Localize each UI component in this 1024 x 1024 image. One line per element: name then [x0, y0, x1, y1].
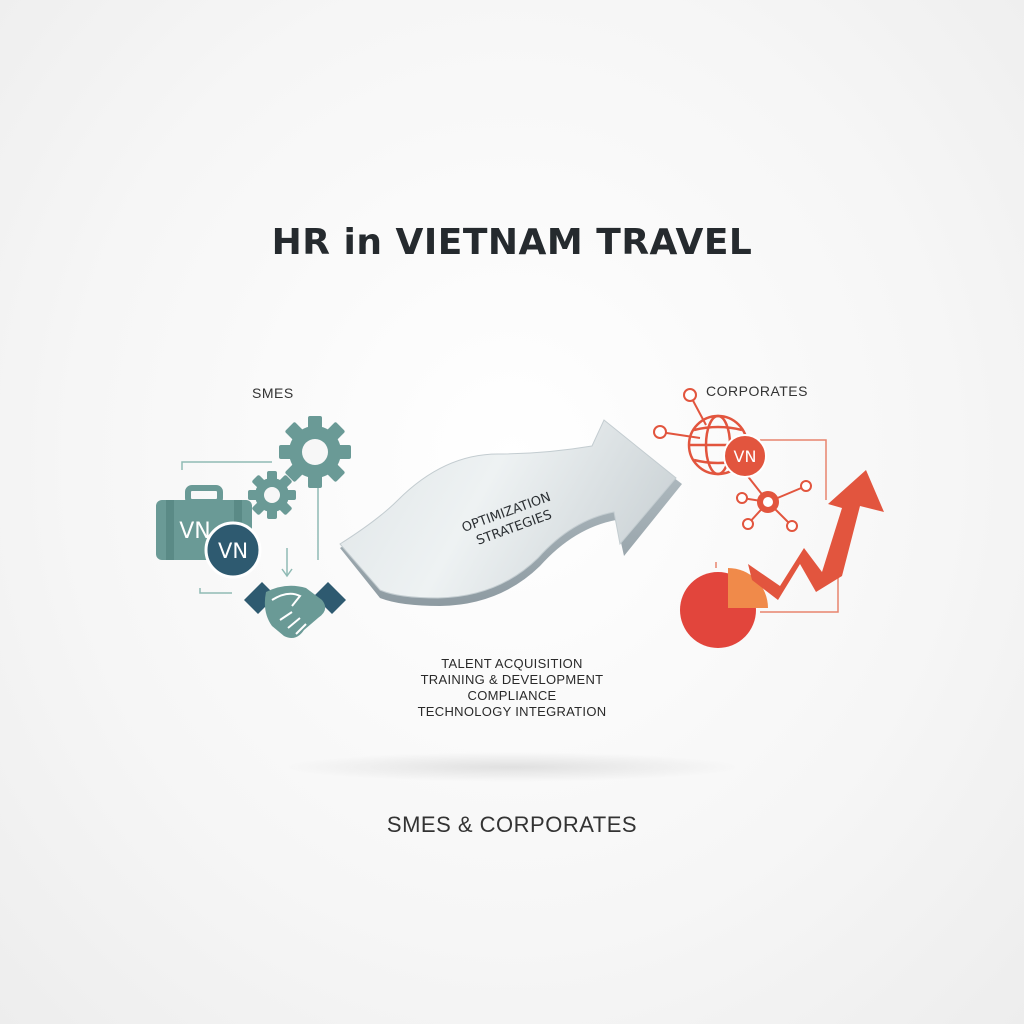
corporates-label: CORPORATES	[706, 383, 808, 399]
smes-label: SMES	[252, 385, 294, 401]
corporates-connector-lines	[715, 439, 839, 613]
strategy-list: TALENT ACQUISITION TRAINING & DEVELOPMEN…	[362, 656, 662, 720]
handshake-icon	[244, 582, 346, 638]
corp-badge-vn-text: VN	[734, 447, 757, 466]
corp-vn-badge-icon: VN	[723, 434, 767, 478]
strategy-item: COMPLIANCE	[467, 688, 557, 703]
strategy-item: TRAINING & DEVELOPMENT	[420, 672, 604, 687]
smes-connector-lines	[181, 461, 319, 594]
gear-icon	[248, 416, 351, 519]
pie-chart-icon	[680, 568, 768, 648]
trend-up-arrow-icon	[748, 470, 884, 600]
strategy-item: TECHNOLOGY INTEGRATION	[417, 704, 607, 719]
footer-caption: SMES & CORPORATES	[386, 812, 638, 837]
vn-badge-icon: VN	[204, 521, 262, 579]
optimization-arrow: OPTIMIZATION STRATEGIES	[339, 419, 682, 606]
ground-shadow	[282, 752, 742, 782]
badge-vn-text: VN	[218, 539, 248, 563]
diagram-title: HR in VIETNAM TRAVEL	[271, 222, 753, 263]
briefcase-vn-text: VN	[179, 519, 211, 544]
strategy-item: TALENT ACQUISITION	[441, 656, 583, 671]
